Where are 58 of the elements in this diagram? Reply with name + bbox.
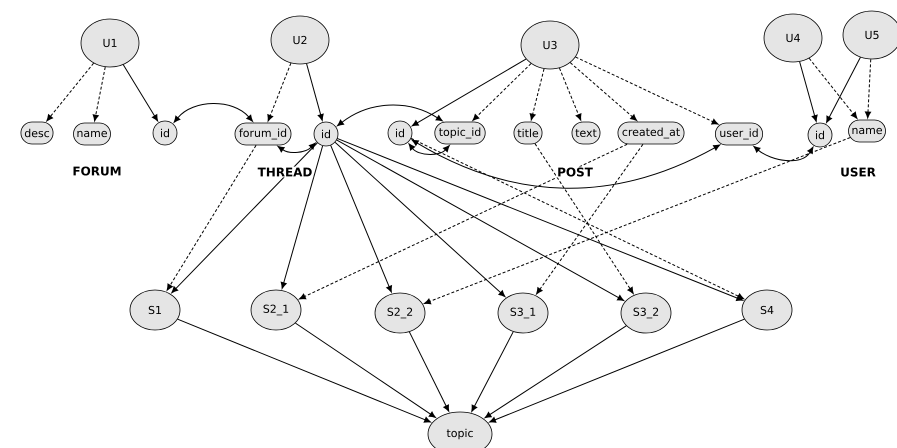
attribute-box: text	[572, 122, 600, 144]
attribute-box: name	[73, 122, 111, 146]
arrow	[808, 58, 858, 119]
attribute-box: name	[848, 120, 886, 142]
ellipse-node: S2_2	[374, 292, 426, 334]
attribute-box: created_at	[618, 122, 684, 144]
ellipse-node: S3_2	[620, 292, 672, 334]
ellipse-node: U2	[270, 16, 330, 64]
attribute-box: topic_id	[434, 122, 486, 144]
arrow	[166, 144, 256, 291]
arrow	[484, 325, 627, 418]
arrow	[171, 142, 318, 294]
attribute-box: desc	[20, 122, 54, 144]
ellipse-node: U3	[520, 20, 580, 70]
ellipse-node: S3_1	[498, 292, 548, 334]
arrow	[753, 146, 814, 162]
arrow	[278, 142, 316, 154]
arrow	[471, 331, 514, 412]
ellipse-node: S1	[130, 290, 180, 330]
ellipse-node: U4	[764, 14, 822, 62]
arrow	[92, 66, 106, 122]
attribute-box: user_id	[714, 122, 764, 146]
group-label: FORUM	[71, 165, 123, 177]
group-label: USER	[839, 166, 877, 178]
arrow	[575, 56, 718, 125]
attribute-box: forum_id	[234, 122, 292, 146]
group-label: THREAD	[256, 166, 314, 178]
arrow	[489, 318, 745, 423]
ellipse-node: S2_1	[250, 290, 302, 330]
arrow	[410, 138, 744, 300]
arrow	[412, 140, 720, 189]
ellipse-node: U1	[80, 18, 140, 68]
arrow	[424, 137, 851, 304]
arrow	[826, 56, 861, 123]
arrow	[122, 64, 158, 122]
arrow	[294, 322, 436, 418]
arrow	[472, 63, 532, 121]
arrow	[864, 58, 872, 118]
arrow	[174, 103, 253, 123]
arrow	[337, 104, 443, 126]
arrow	[177, 318, 431, 423]
arrow	[267, 62, 292, 122]
arrow	[558, 68, 582, 121]
arrow	[306, 63, 324, 121]
arrow	[280, 145, 324, 289]
arrow	[408, 143, 450, 155]
ellipse-node: S4	[742, 290, 792, 330]
group-label: POST	[556, 166, 594, 178]
arrow	[530, 68, 545, 120]
arrow	[570, 62, 638, 121]
arrow	[412, 58, 526, 126]
arrow	[337, 138, 744, 302]
arrow	[334, 142, 506, 298]
arrow	[408, 331, 450, 412]
attribute-box: title	[514, 122, 542, 144]
arrow	[46, 62, 94, 122]
arrow	[330, 144, 392, 292]
arrow	[799, 61, 818, 122]
